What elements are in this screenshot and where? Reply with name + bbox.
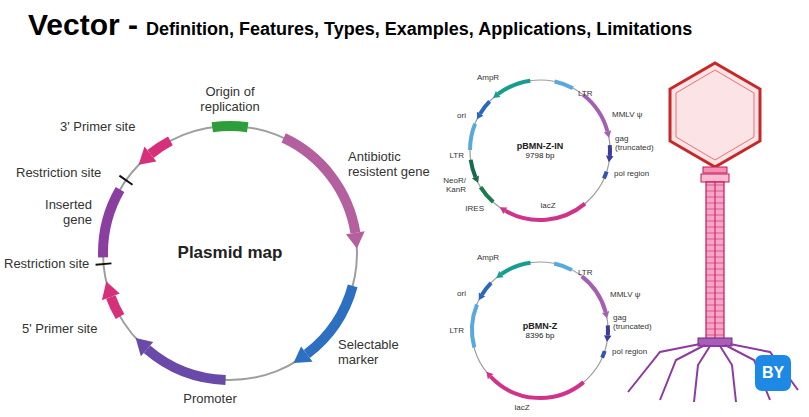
promoter-arc-head	[136, 338, 154, 356]
feature-arc-head	[604, 335, 612, 342]
feature-label: NeoR/ KanR	[440, 176, 466, 194]
feature-label: LTR	[449, 326, 464, 335]
feature-arc	[498, 81, 530, 94]
feature-label: lacZ	[514, 403, 529, 412]
feature-arc	[554, 264, 572, 271]
part-label: 5' Primer site	[22, 322, 97, 337]
restriction-tick	[96, 263, 112, 264]
feature-label: lacZ	[540, 201, 555, 210]
feature-arc-head	[606, 155, 614, 162]
feature-arc	[555, 82, 573, 89]
feature-arc	[501, 263, 530, 274]
feature-arc	[470, 124, 475, 150]
feature-arc-head	[602, 311, 609, 318]
feature-label: pol region	[614, 169, 649, 178]
logo-badge	[755, 355, 791, 391]
inserted-gene-arc	[103, 190, 120, 258]
feature-label: gag (truncated)	[613, 313, 657, 331]
feature-arc	[602, 351, 605, 358]
subtitle: Definition, Features, Types, Examples, A…	[146, 19, 692, 40]
part-label: Promoter	[183, 392, 236, 407]
plasmid-circle: pBMN-Z8396 bp	[482, 272, 598, 388]
feature-arc-head	[496, 271, 503, 278]
part-label: Selectable marker	[338, 338, 416, 368]
bacteriophage	[628, 63, 798, 402]
feature-arc	[582, 276, 606, 312]
feature-label: MMLV ψ	[612, 110, 642, 119]
feature-arc-head	[486, 372, 493, 379]
plasmid-name: pBMN-Z-IN	[517, 141, 564, 151]
plasmid-backbone	[470, 80, 610, 220]
feature-label: AmpR	[477, 73, 499, 82]
feature-arc	[472, 305, 477, 348]
feature-arc-head	[604, 131, 611, 138]
feature-label: ori	[457, 289, 466, 298]
feature-arc	[471, 160, 476, 177]
restriction-tick	[119, 176, 132, 185]
feature-label: IRES	[465, 204, 484, 213]
feature-arc	[480, 101, 490, 113]
part-label: 3' Primer site	[60, 120, 135, 135]
feature-label: ori	[457, 111, 466, 120]
feature-arc	[491, 377, 584, 398]
origin-arc	[212, 126, 247, 127]
feature-label: MMLV ψ	[610, 290, 640, 299]
plasmid-size: 8396 bp	[526, 331, 555, 340]
antibiotic-gene-arc-head	[346, 231, 365, 248]
feature-arc-head	[477, 112, 483, 120]
primer-arc-head	[139, 147, 157, 165]
antibiotic-gene-arc	[284, 138, 356, 233]
feature-label: gag (truncated)	[615, 134, 659, 152]
part-label: Restriction site	[16, 166, 101, 181]
primer-arc	[151, 141, 171, 154]
feature-label: LTR	[449, 151, 464, 160]
plasmid-backbone	[103, 126, 357, 380]
part-label: Origin of replication	[185, 85, 275, 115]
plasmid-name: Plasmid map	[178, 243, 283, 263]
feature-arc-head	[479, 293, 485, 301]
feature-arc	[608, 145, 612, 156]
promoter-arc	[147, 349, 226, 380]
feature-arc	[606, 325, 610, 335]
part-label: Inserted gene	[30, 198, 92, 228]
feature-label: LTR	[578, 89, 593, 98]
plasmid-name: pBMN-Z	[523, 321, 558, 331]
title-row: Vector - Definition, Features, Types, Exa…	[28, 8, 692, 42]
feature-arc	[604, 172, 607, 179]
feature-label: AmpR	[477, 253, 499, 262]
feature-arc	[482, 283, 491, 295]
feature-arc-head	[493, 91, 500, 98]
feature-arc	[583, 95, 607, 132]
feature-label: pol region	[612, 347, 647, 356]
logo-text: BY	[762, 364, 784, 382]
selectable-marker-arc-head	[294, 347, 313, 363]
title: Vector -	[28, 8, 138, 42]
plasmid-circle: Plasmid map	[115, 138, 345, 368]
plasmid-circle: pBMN-Z-IN9798 bp	[480, 90, 600, 210]
feature-label: LTR	[578, 268, 593, 277]
plasmid-size: 9798 bp	[526, 151, 555, 160]
primer-arc-head	[102, 282, 120, 301]
part-label: Antibiotic resistent gene	[348, 150, 452, 180]
plasmid-backbone	[472, 262, 608, 398]
feature-arc-head	[500, 207, 507, 214]
feature-arc-head	[472, 176, 479, 183]
primer-arc	[111, 297, 120, 317]
feature-arc	[481, 187, 494, 202]
part-label: Restriction site	[4, 257, 89, 272]
